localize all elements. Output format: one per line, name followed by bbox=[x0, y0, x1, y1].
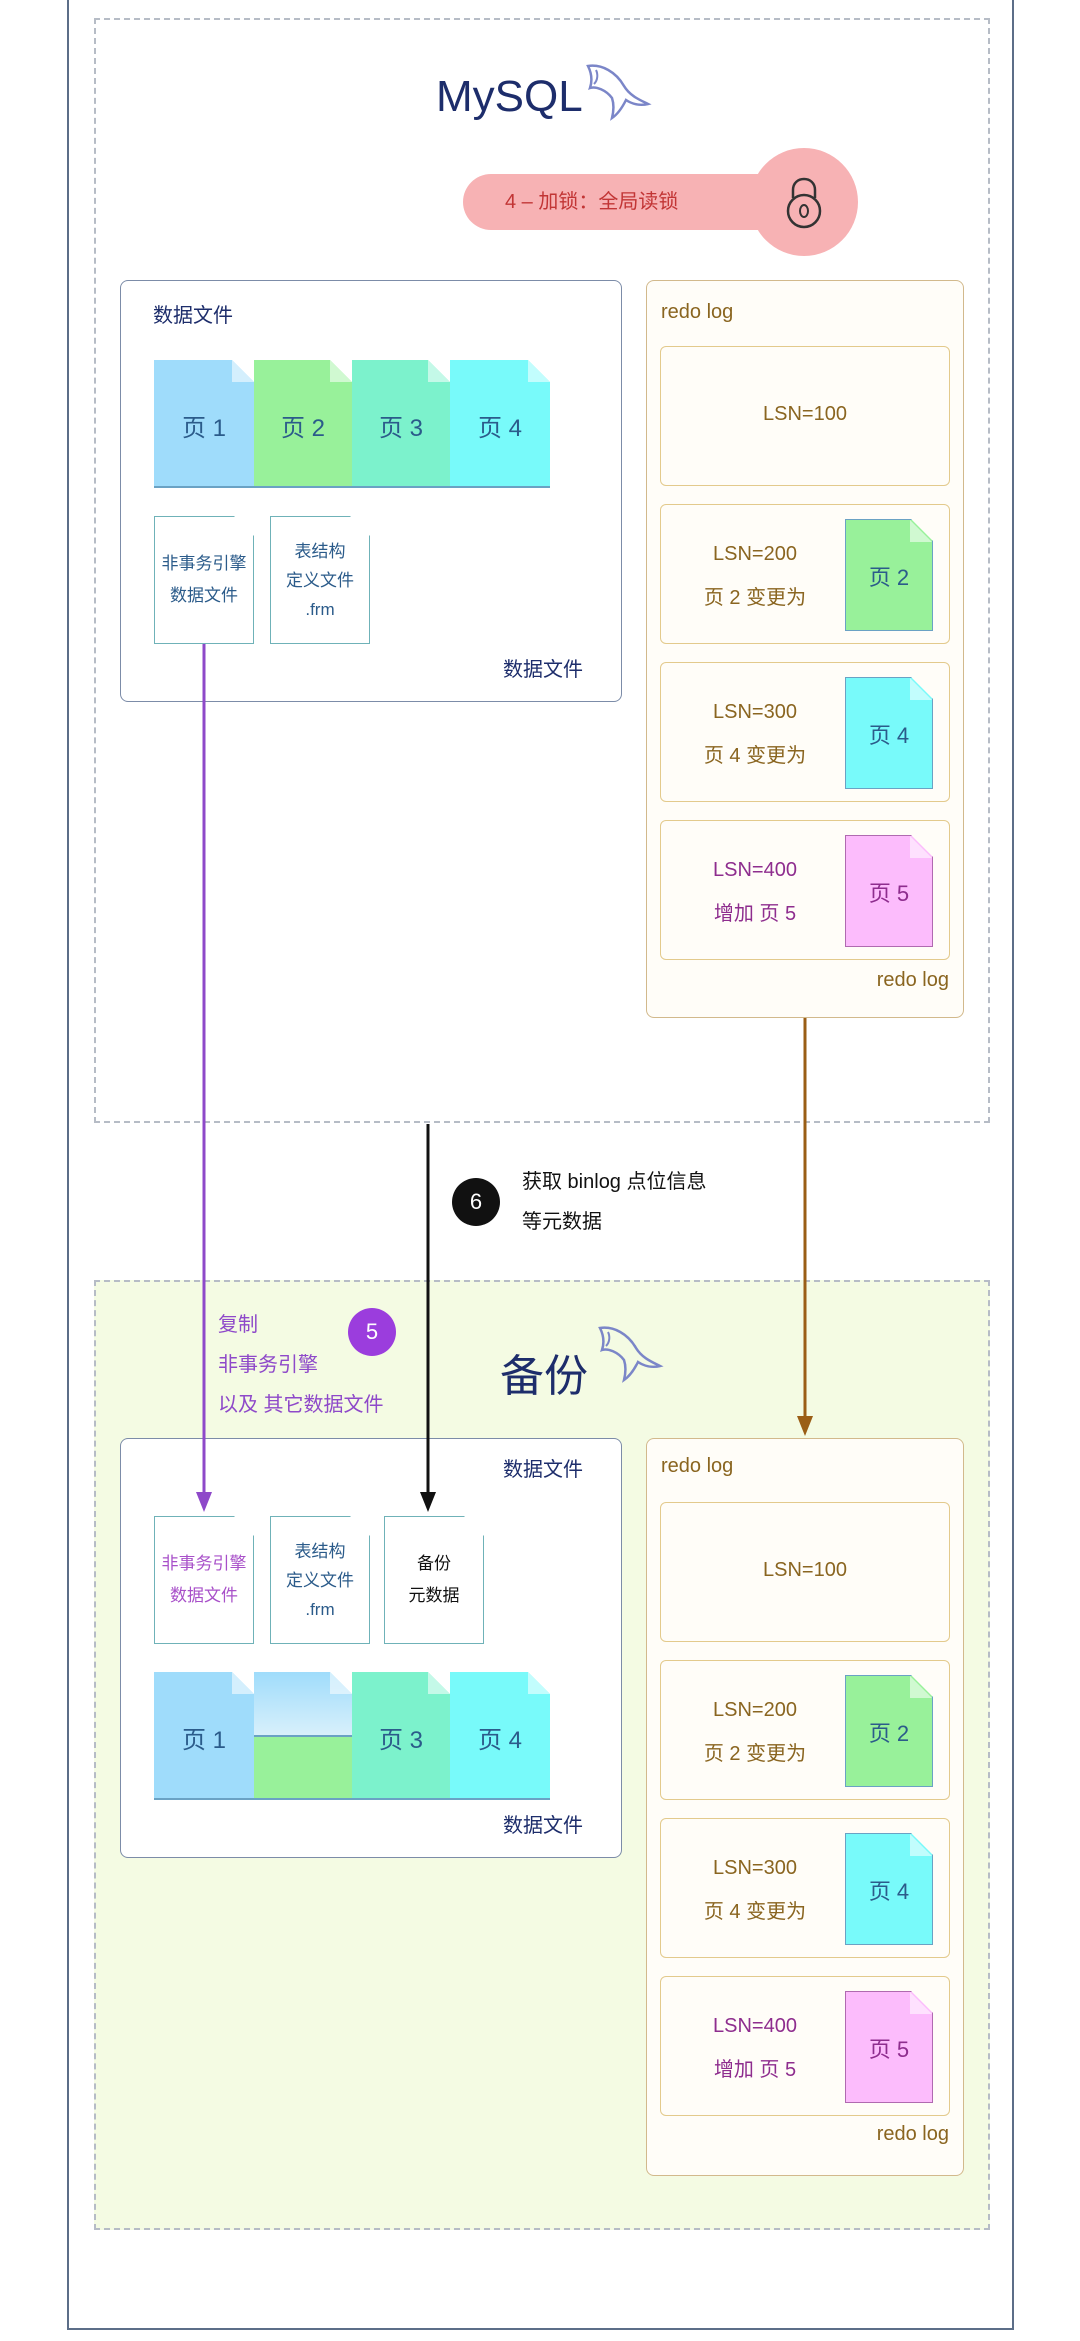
outer-frame-left bbox=[67, 0, 69, 2330]
entry-lsn: LSN=400 bbox=[713, 859, 797, 881]
file-line: 数据文件 bbox=[170, 586, 238, 605]
entry-desc: 页 4 变更为 bbox=[703, 1901, 807, 1923]
redo-copy-arrow bbox=[797, 1018, 813, 1436]
entry-desc: 增加 页 5 bbox=[713, 2059, 797, 2081]
page-4-changed: 页 4 bbox=[845, 677, 933, 789]
data-panel-label-top: 数据文件 bbox=[503, 1459, 583, 1481]
data-panel-label-top: 数据文件 bbox=[153, 305, 233, 327]
page-label: 页 5 bbox=[868, 881, 910, 906]
step-6-line-1: 获取 binlog 点位信息 bbox=[522, 1171, 707, 1193]
file-line: 表结构 bbox=[294, 542, 346, 561]
page-label: 页 3 bbox=[378, 1727, 423, 1754]
page-3: 页 3 bbox=[352, 360, 450, 488]
dolphin-icon bbox=[594, 1320, 664, 1390]
entry-desc: 页 2 变更为 bbox=[703, 1743, 807, 1765]
file-line: 定义文件 bbox=[286, 1571, 354, 1590]
step-5-line-1: 复制 bbox=[218, 1314, 258, 1336]
page-2-changed-copy: 页 2 bbox=[845, 1675, 933, 1787]
page-label: 页 1 bbox=[181, 415, 226, 442]
lock-circle bbox=[750, 148, 858, 256]
step-5-badge: 5 bbox=[348, 1308, 396, 1356]
page-label: 页 2 bbox=[868, 565, 910, 590]
non-transactional-data-file-copy: 非事务引擎 数据文件 bbox=[154, 1516, 254, 1644]
redo-label-top: redo log bbox=[661, 1455, 734, 1477]
frm-definition-file-copy: 表结构 定义文件 .frm bbox=[270, 1516, 370, 1644]
file-line: 元数据 bbox=[408, 1586, 460, 1605]
page-label: 页 2 bbox=[868, 1721, 910, 1746]
copy-files-arrow bbox=[196, 644, 212, 1512]
file-line: 表结构 bbox=[294, 1542, 346, 1561]
entry-desc: 增加 页 5 bbox=[713, 903, 797, 925]
entry-lsn: LSN=100 bbox=[763, 403, 847, 425]
backup-redo-entry-lsn-200: LSN=200 页 2 变更为 页 2 bbox=[660, 1660, 950, 1800]
page-4-changed-copy: 页 4 bbox=[845, 1833, 933, 1945]
redo-entry-lsn-200: LSN=200 页 2 变更为 页 2 bbox=[660, 504, 950, 644]
entry-lsn: LSN=300 bbox=[713, 1857, 797, 1879]
file-line: 定义文件 bbox=[286, 571, 354, 590]
data-panel-label-bottom: 数据文件 bbox=[503, 659, 583, 681]
lock-icon bbox=[786, 177, 822, 229]
redo-entry-lsn-100: LSN=100 bbox=[660, 346, 950, 486]
mysql-region bbox=[94, 18, 990, 1123]
entry-lsn: LSN=300 bbox=[713, 701, 797, 723]
file-line: 非事务引擎 bbox=[161, 1554, 247, 1573]
entry-lsn: LSN=200 bbox=[713, 543, 797, 565]
dolphin-icon bbox=[582, 58, 652, 128]
entry-lsn: LSN=100 bbox=[763, 1559, 847, 1581]
redo-entry-lsn-400: LSN=400 增加 页 5 页 5 bbox=[660, 820, 950, 960]
file-line: 备份 bbox=[417, 1554, 451, 1573]
entry-desc: 页 2 变更为 bbox=[703, 587, 807, 609]
page-label: 页 5 bbox=[868, 2037, 910, 2062]
outer-frame-bottom bbox=[67, 2328, 1014, 2330]
redo-label-bottom: redo log bbox=[876, 969, 949, 991]
backup-title: 备份 bbox=[500, 1352, 588, 1401]
page-label: 页 4 bbox=[868, 723, 910, 748]
page-label: 页 4 bbox=[477, 415, 522, 442]
outer-frame-right bbox=[1012, 0, 1014, 2330]
metadata-arrow bbox=[420, 1124, 436, 1512]
step-6-badge: 6 bbox=[452, 1178, 500, 1226]
page-2-changed: 页 2 bbox=[845, 519, 933, 631]
page-label: 页 1 bbox=[181, 1727, 226, 1754]
redo-entry-lsn-300: LSN=300 页 4 变更为 页 4 bbox=[660, 662, 950, 802]
backup-metadata-file: 备份 元数据 bbox=[384, 1516, 484, 1644]
page-2: 页 2 bbox=[254, 360, 352, 488]
mysql-title: MySQL bbox=[436, 72, 583, 121]
page-2-partial-copy bbox=[254, 1672, 352, 1800]
file-line: .frm bbox=[305, 600, 335, 619]
page-label: 页 4 bbox=[868, 1879, 910, 1904]
backup-redo-entry-lsn-400: LSN=400 增加 页 5 页 5 bbox=[660, 1976, 950, 2116]
page-label: 页 4 bbox=[477, 1727, 522, 1754]
redo-label-bottom: redo log bbox=[876, 2123, 949, 2145]
entry-lsn: LSN=400 bbox=[713, 2015, 797, 2037]
file-line: 非事务引擎 bbox=[161, 554, 247, 573]
redo-label-top: redo log bbox=[661, 301, 734, 323]
partial-copy-divider bbox=[254, 1735, 352, 1737]
page-4-copy: 页 4 bbox=[450, 1672, 550, 1800]
non-transactional-data-file: 非事务引擎 数据文件 bbox=[154, 516, 254, 644]
file-line: 数据文件 bbox=[170, 1586, 238, 1605]
page-1-copy: 页 1 bbox=[154, 1672, 254, 1800]
backup-redo-entry-lsn-100: LSN=100 bbox=[660, 1502, 950, 1642]
lock-label: 4 – 加锁：全局读锁 bbox=[505, 191, 679, 213]
step-5-line-2: 非事务引擎 bbox=[218, 1354, 318, 1376]
page-label: 页 3 bbox=[378, 415, 423, 442]
entry-desc: 页 4 变更为 bbox=[703, 745, 807, 767]
page-5-added: 页 5 bbox=[845, 835, 933, 947]
entry-lsn: LSN=200 bbox=[713, 1699, 797, 1721]
file-line: .frm bbox=[305, 1600, 335, 1619]
backup-redo-entry-lsn-300: LSN=300 页 4 变更为 页 4 bbox=[660, 1818, 950, 1958]
data-panel-label-bottom: 数据文件 bbox=[503, 1815, 583, 1837]
step-6-line-2: 等元数据 bbox=[522, 1211, 602, 1233]
page-4: 页 4 bbox=[450, 360, 550, 488]
step-5-line-3: 以及 其它数据文件 bbox=[218, 1394, 384, 1416]
page-3-copy: 页 3 bbox=[352, 1672, 450, 1800]
frm-definition-file: 表结构 定义文件 .frm bbox=[270, 516, 370, 644]
page-label: 页 2 bbox=[280, 415, 325, 442]
